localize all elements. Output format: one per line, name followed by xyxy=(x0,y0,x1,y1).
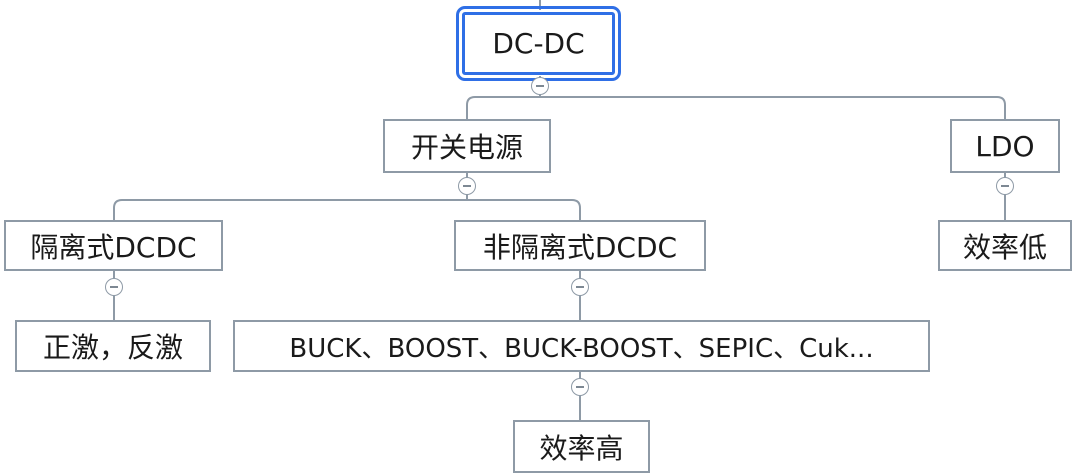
node-ldo-efficiency[interactable]: 效率低 xyxy=(938,220,1072,271)
node-isolated-dcdc-label: 隔离式DCDC xyxy=(30,230,197,264)
node-dc-dc[interactable]: DC-DC xyxy=(456,6,621,81)
connector-switching-to-isolated xyxy=(113,199,467,220)
node-switching-power-label: 开关电源 xyxy=(410,131,523,164)
node-isolated-dcdc[interactable]: 隔离式DCDC xyxy=(4,220,223,271)
node-non-isolated-types[interactable]: BUCK、BOOST、BUCK-BOOST、SEPIC、Cuk... xyxy=(233,320,930,372)
node-non-isolated-efficiency[interactable]: 效率高 xyxy=(513,420,650,473)
node-non-isolated-dcdc-label: 非隔离式DCDC xyxy=(482,230,678,264)
node-isolated-types-label: 正激，反激 xyxy=(42,331,183,364)
connector-switching-to-non-isolated xyxy=(467,199,581,220)
node-non-isolated-types-label: BUCK、BOOST、BUCK-BOOST、SEPIC、Cuk... xyxy=(289,333,874,364)
node-non-isolated-dcdc[interactable]: 非隔离式DCDC xyxy=(454,220,706,271)
collapse-minus-icon[interactable] xyxy=(571,378,589,396)
collapse-minus-icon[interactable] xyxy=(531,77,549,95)
node-non-isolated-efficiency-label: 效率高 xyxy=(539,431,624,465)
node-switching-power[interactable]: 开关电源 xyxy=(383,119,551,173)
node-ldo[interactable]: LDO xyxy=(950,119,1060,173)
connector-root-to-ldo xyxy=(540,96,1006,119)
collapse-minus-icon[interactable] xyxy=(458,177,476,195)
node-ldo-efficiency-label: 效率低 xyxy=(962,230,1047,264)
node-ldo-label: LDO xyxy=(975,129,1035,163)
collapse-minus-icon[interactable] xyxy=(105,278,123,296)
node-isolated-types[interactable]: 正激，反激 xyxy=(15,320,211,372)
collapse-minus-icon[interactable] xyxy=(996,177,1014,195)
node-dc-dc-label: DC-DC xyxy=(492,27,585,60)
connector-root-to-switching xyxy=(466,96,540,119)
collapse-minus-icon[interactable] xyxy=(571,278,589,296)
